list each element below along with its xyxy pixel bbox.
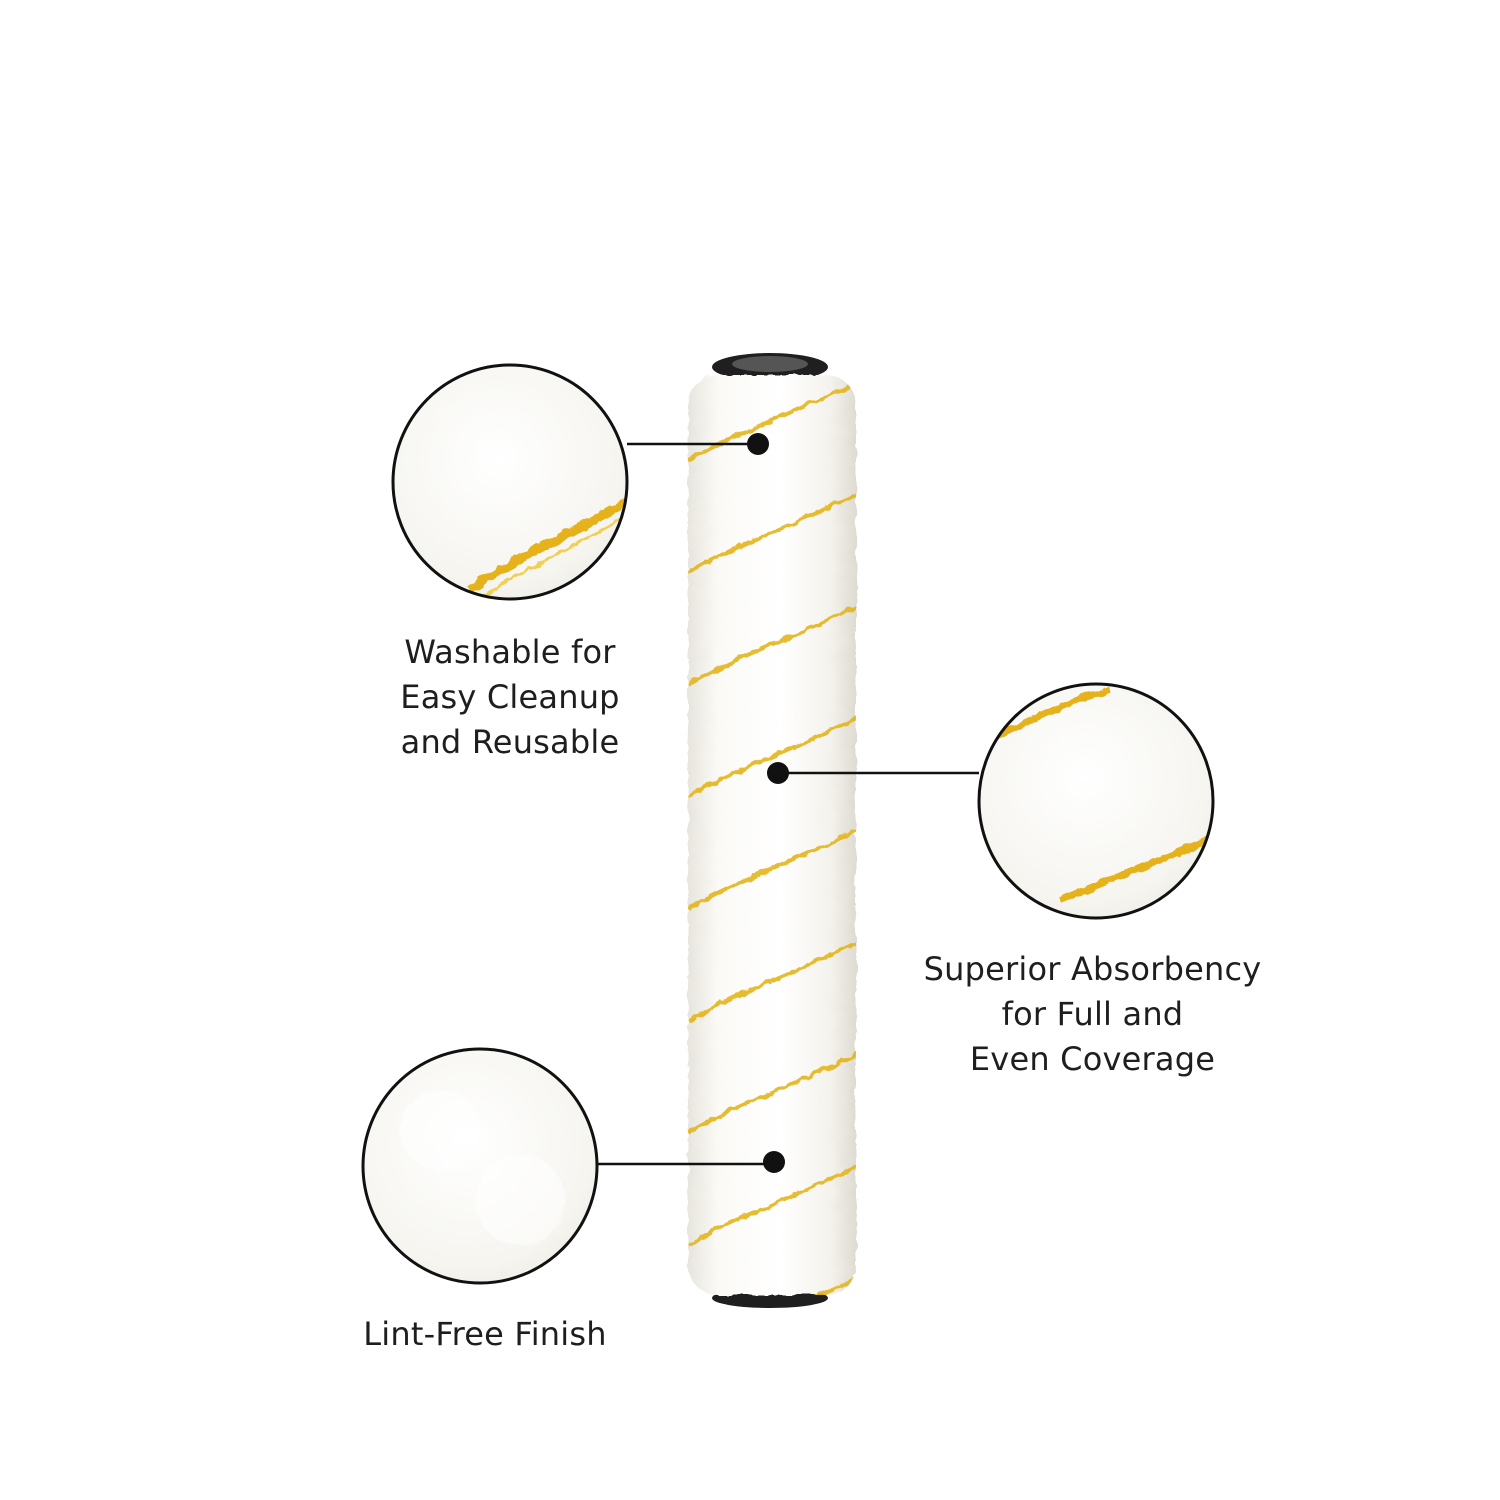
fabric-closeup-lint — [363, 1049, 597, 1283]
marker-dot-lint — [763, 1151, 785, 1173]
callout-absorbency — [767, 682, 1215, 920]
roller-stripe — [688, 380, 856, 462]
caption-absorbency: Superior Absorbency for Full and Even Co… — [895, 947, 1290, 1082]
marker-dot-washable — [747, 433, 769, 455]
caption-line: for Full and — [1001, 995, 1184, 1033]
caption-line: Even Coverage — [969, 1040, 1216, 1078]
roller-core-top — [712, 353, 828, 381]
caption-line: Superior Absorbency — [923, 950, 1262, 988]
roller-stripe — [688, 1164, 856, 1246]
roller-stripe — [688, 492, 856, 574]
roller-stripe — [688, 1276, 856, 1295]
roller-cover — [688, 375, 856, 1295]
roller-stripe — [688, 1052, 856, 1134]
caption-line: and Reusable — [400, 723, 620, 761]
roller-stripe — [688, 604, 856, 686]
callout-lint — [361, 1047, 785, 1285]
roller-stripe — [688, 940, 856, 1022]
roller-stripe — [688, 716, 856, 798]
roller-stripe — [688, 828, 856, 910]
fabric-closeup-absorbency — [979, 684, 1213, 918]
caption-line: Easy Cleanup — [400, 678, 620, 716]
marker-dot-absorbency — [767, 762, 789, 784]
caption-washable: Washable for Easy Cleanup and Reusable — [360, 630, 660, 765]
caption-lint: Lint-Free Finish — [330, 1312, 640, 1357]
caption-line: Washable for — [404, 633, 616, 671]
caption-line: Lint-Free Finish — [363, 1315, 607, 1353]
fabric-closeup-washable — [393, 365, 627, 599]
callout-washable — [391, 363, 769, 601]
